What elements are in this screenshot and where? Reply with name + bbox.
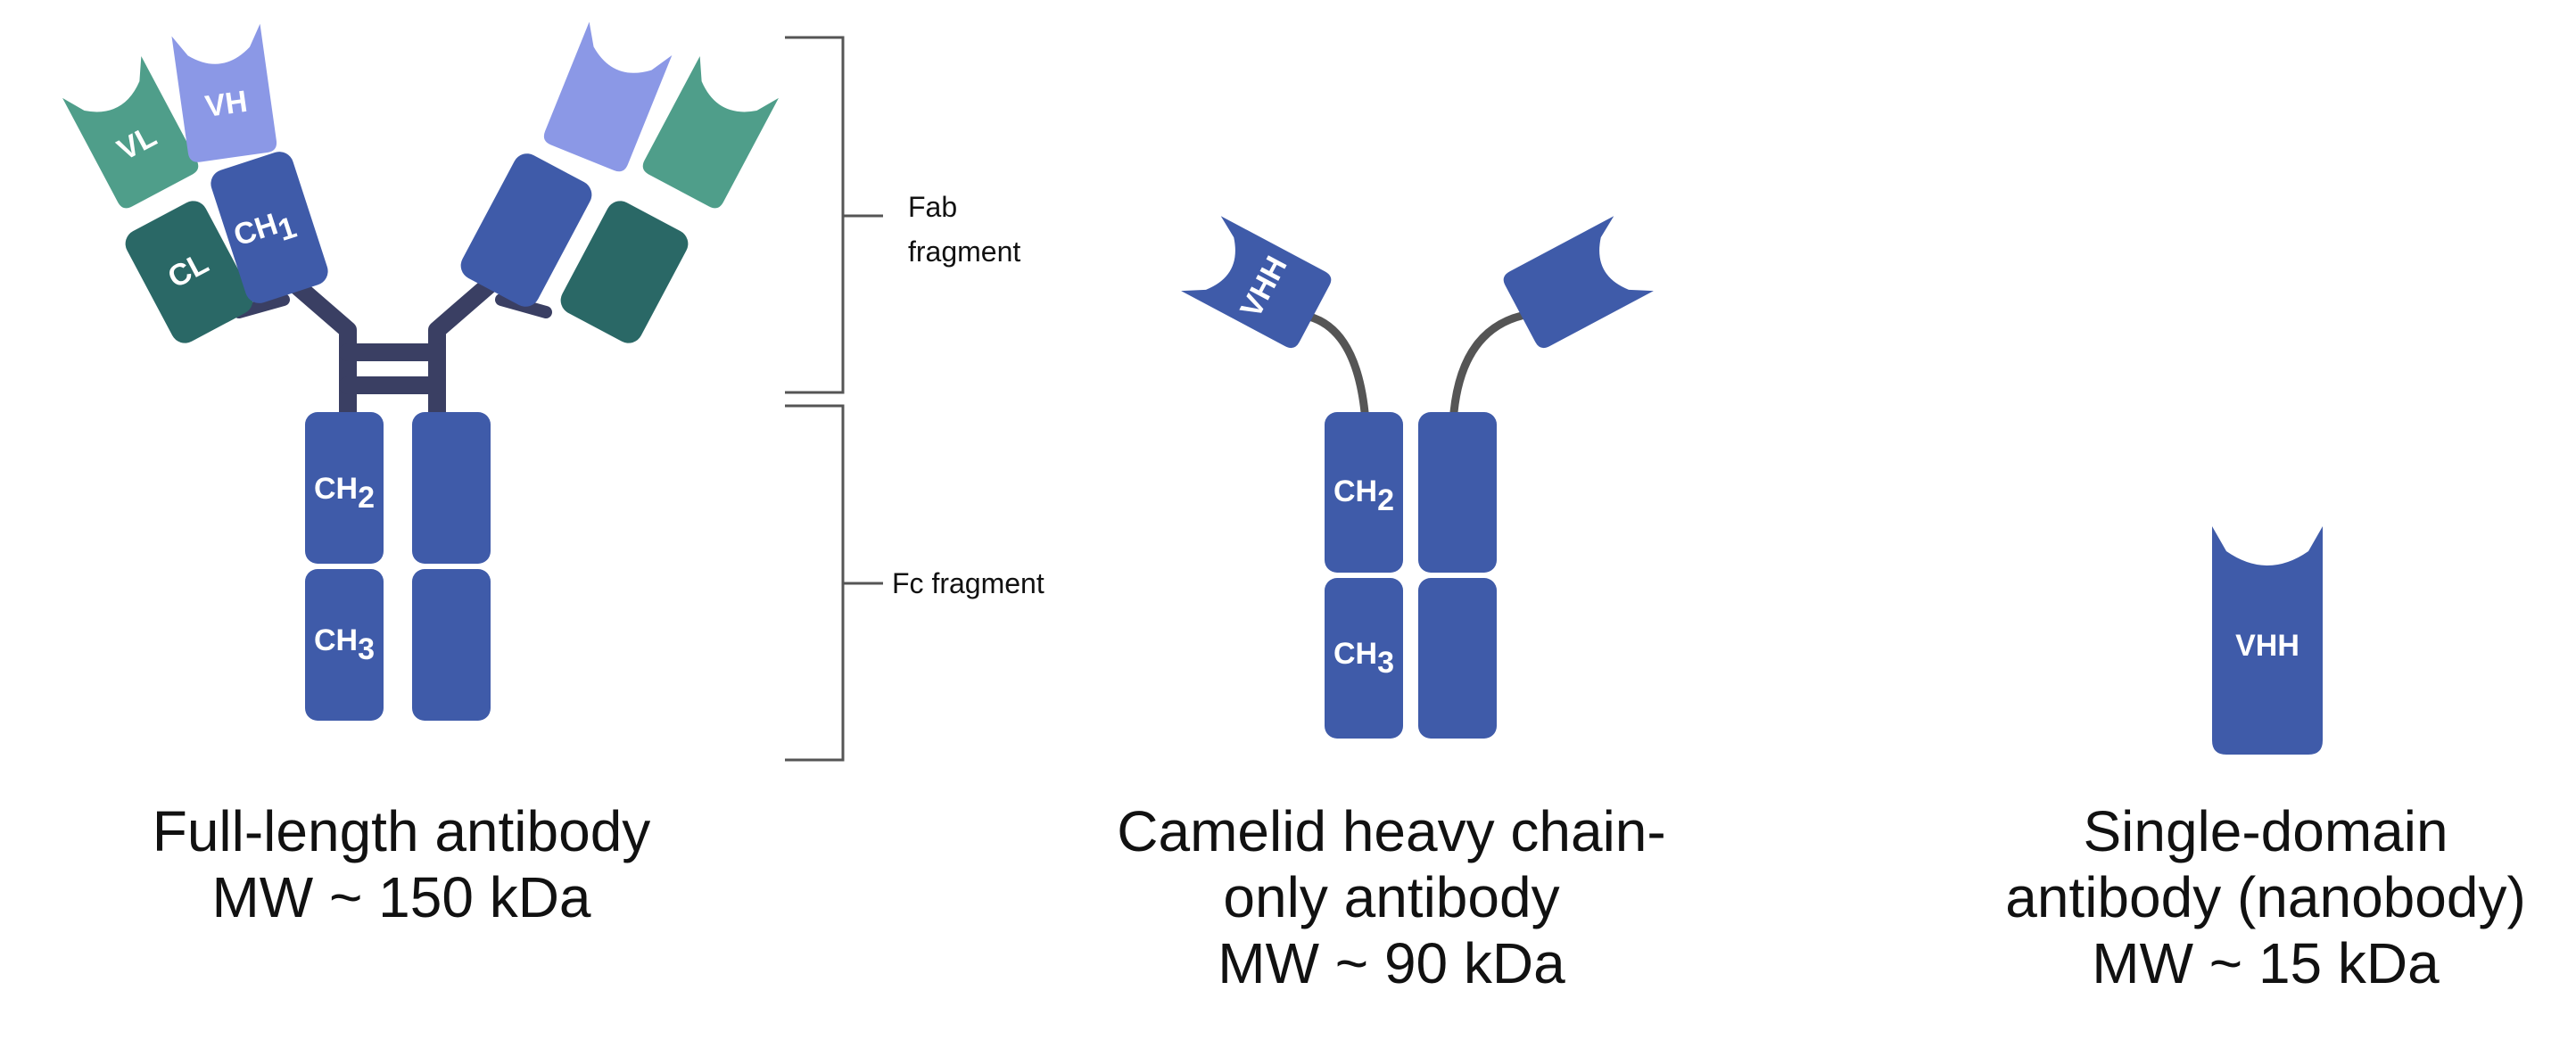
nanobody-vhh-label: VHH [2235,629,2299,663]
camelid-hinges [1305,310,1534,417]
fab-label-line2: fragment [908,235,1020,268]
ch2-label: CH2 [314,472,375,515]
vh-domain-left: VH [171,23,278,164]
camelid-ch3-right [1418,578,1497,739]
camelid-ch3-label: CH3 [1333,637,1394,680]
camelid-ch2-right [1418,412,1497,573]
nanobody-vhh-domain [2212,526,2323,755]
camelid-ch2-left [1325,412,1403,573]
camelid-hinge-right [1449,310,1534,417]
cl-domain-left: CL [125,201,253,343]
fab-label-line1: Fab [908,191,957,223]
vhh-domain-left: VHH [1181,216,1334,351]
camelid-fc-right [1418,412,1497,739]
ch3-domain-right [412,569,491,721]
ch3-domain-left [305,569,384,721]
caption-camelid-line1: Camelid heavy chain- [1117,799,1666,863]
camelid-ch2-label: CH2 [1333,475,1394,517]
fc-bracket-line [785,404,845,762]
nanobody: VHH [2212,526,2323,755]
caption-nanobody: Single-domain antibody (nanobody) MW ~ 1… [1980,798,2551,996]
camelid-hinge-left [1305,312,1369,417]
caption-camelid: Camelid heavy chain- only antibody MW ~ … [1035,798,1748,996]
vh-label: VH [203,85,250,124]
camelid-fc-left: CH2 CH3 [1325,412,1403,739]
fc-bracket: Fc fragment [785,404,1044,762]
cl-domain-right [560,201,689,343]
camelid-ch3-left [1325,578,1403,739]
caption-nanobody-line3: MW ~ 15 kDa [2092,931,2440,995]
fc-right-chain [412,412,491,721]
ch1-domain-right [460,153,592,307]
caption-nanobody-line2: antibody (nanobody) [2005,865,2526,929]
caption-nanobody-line1: Single-domain [2083,799,2448,863]
caption-camelid-line2: only antibody [1223,865,1560,929]
caption-full-length: Full-length antibody MW ~ 150 kDa [80,798,722,930]
fab-bracket: Fab fragment [785,36,1020,394]
vhh-domain-right [1500,216,1654,351]
ch2-domain-right [412,412,491,564]
hinge-linkers [233,275,552,428]
caption-camelid-line3: MW ~ 90 kDa [1218,931,1565,995]
ch1-domain-left: CH1 [211,152,328,303]
fab-bracket-line [785,36,845,394]
fc-label: Fc fragment [892,567,1044,599]
caption-full-length-line2: MW ~ 150 kDa [211,865,591,929]
ch3-label: CH3 [314,623,375,666]
vl-domain-left: VL [62,55,202,212]
caption-full-length-line1: Full-length antibody [152,799,651,863]
full-length-antibody: VL CL VH CH1 [62,21,779,721]
camelid-antibody: VHH CH2 CH3 [1181,216,1654,739]
ch2-domain-left [305,412,384,564]
fc-left-chain: CH2 CH3 [305,412,384,721]
